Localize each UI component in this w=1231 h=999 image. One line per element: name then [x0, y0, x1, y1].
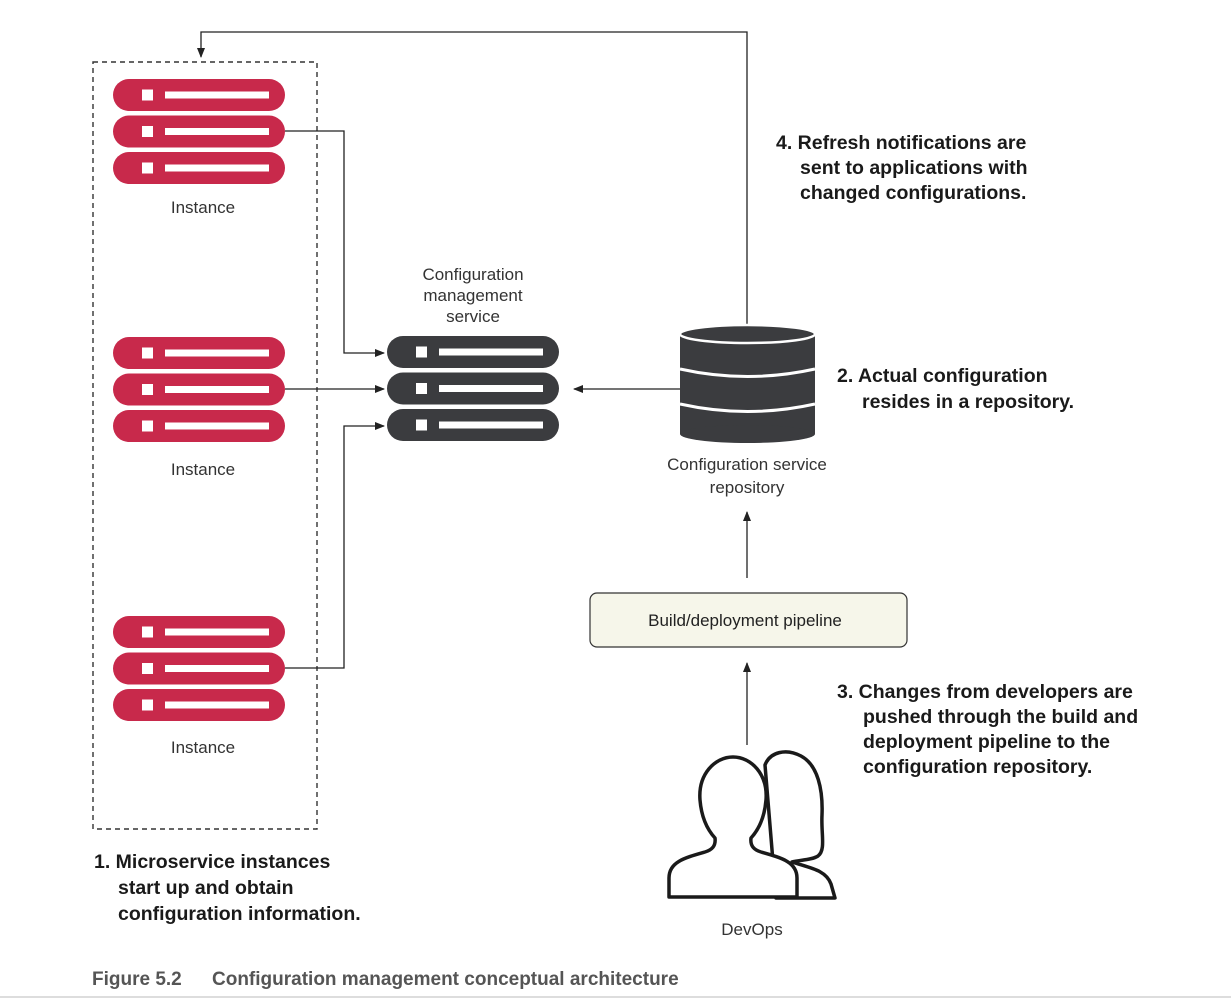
config-service-server-unit-1: [387, 336, 559, 368]
config-service-server-stack: [387, 336, 559, 441]
repository-label-line-1: Configuration service: [667, 455, 827, 474]
devops-label: DevOps: [721, 920, 782, 939]
instance-label-2: Instance: [171, 460, 235, 479]
step4-note-line-2: sent to applications with: [800, 157, 1028, 179]
instance-server-stack-2: [113, 337, 285, 442]
instance-server-stack-3: [113, 616, 285, 721]
connector-refresh-notification: [197, 31, 748, 328]
instances-group-boundary: [92, 61, 318, 830]
config-service-label-line-1: Configuration: [422, 265, 523, 284]
config-service-label-line-2: management: [423, 286, 523, 305]
instance-1-server-unit-3: [113, 152, 285, 184]
instance-3-server-unit-2: [113, 652, 285, 685]
step2-note-line-2: resides in a repository.: [862, 391, 1074, 413]
instance-1-server-unit-2: [113, 115, 285, 148]
instance-3-server-unit-1: [113, 616, 285, 648]
pipeline-box: [589, 592, 908, 648]
instance-label-1: Instance: [171, 198, 235, 217]
step1-note-line-3: configuration information.: [118, 903, 361, 925]
figure-caption-number: Figure 5.2: [92, 969, 182, 990]
instance-2-server-unit-2: [113, 373, 285, 406]
config-service-server-unit-3: [387, 409, 559, 441]
step3-note-line-3: deployment pipeline to the: [863, 731, 1110, 753]
step4-note-line-3: changed configurations.: [800, 182, 1026, 204]
step3-note-line-2: pushed through the build and: [863, 706, 1138, 728]
instance-label-3: Instance: [171, 738, 235, 757]
step3-note-line-4: configuration repository.: [863, 756, 1092, 778]
figure-caption-text: Configuration management conceptual arch…: [212, 969, 679, 990]
step1-note-line-2: start up and obtain: [118, 877, 294, 899]
repository-label-line-2: repository: [710, 478, 785, 497]
step1-note-line-1: 1. Microservice instances: [94, 851, 330, 873]
instance-server-stack-1: [113, 79, 285, 184]
config-service-label-line-3: service: [446, 307, 500, 326]
step4-note-line-1: 4. Refresh notifications are: [776, 132, 1026, 154]
instance-2-server-unit-3: [113, 410, 285, 442]
instance-3-server-unit-3: [113, 689, 285, 721]
step2-note-line-1: 2. Actual configuration: [837, 365, 1048, 387]
database-icon: [678, 323, 817, 443]
step3-note-line-1: 3. Changes from developers are: [837, 681, 1133, 703]
users-icon: [667, 750, 837, 900]
connector-instance-3-to-config: [285, 422, 385, 669]
connector-instance-1-to-config: [285, 130, 385, 357]
pipeline-label: Build/deployment pipeline: [648, 611, 842, 630]
instance-2-server-unit-1: [113, 337, 285, 369]
instance-1-server-unit-1: [113, 79, 285, 111]
config-service-server-unit-2: [387, 372, 559, 405]
